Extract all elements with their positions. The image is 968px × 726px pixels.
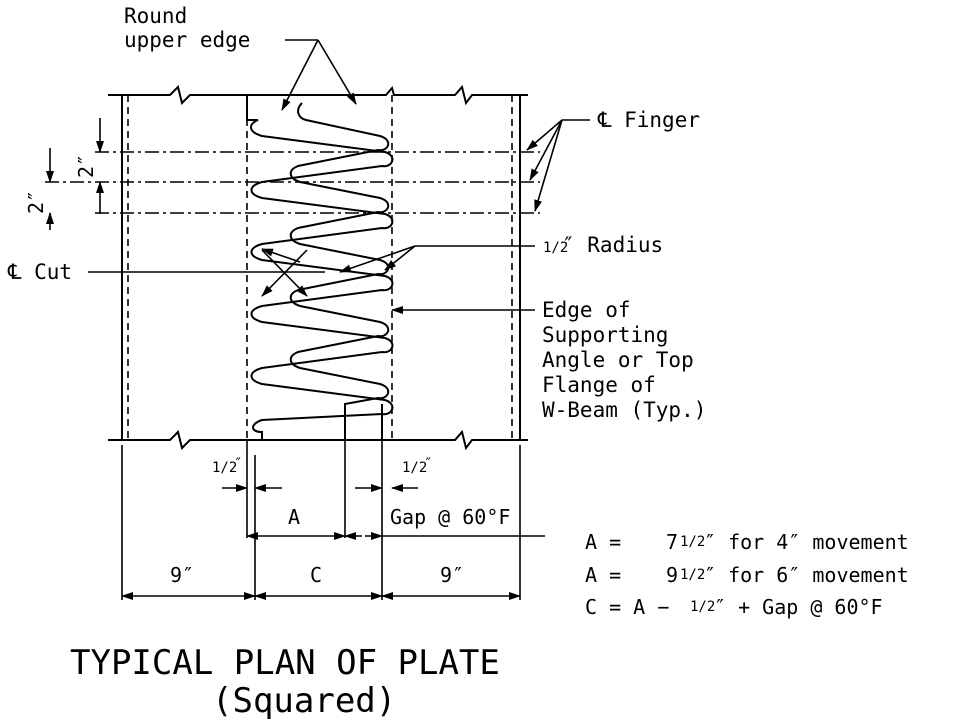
top-break-line <box>108 84 528 106</box>
label-edge-3: Angle or Top <box>542 348 694 372</box>
dim-nine-right: 9″ <box>440 563 464 587</box>
note-2-rest: ″ for 6″ movement <box>704 563 909 587</box>
label-cl-cut: ℄ Cut <box>7 260 72 284</box>
leader-round-edge-2 <box>317 39 357 105</box>
radius-fraction: 1/2 <box>543 240 568 256</box>
leader-cl-finger-1 <box>526 119 563 151</box>
note-3-lhs: C = A − <box>585 595 669 619</box>
label-round: Round <box>124 4 187 28</box>
notes-block: A = 7 1/2 ″ for 4″ movement A = 9 1/2 ″ … <box>585 530 909 619</box>
note-3-frac: 1/2 <box>690 599 715 615</box>
dim-gap: Gap @ 60°F <box>390 505 510 529</box>
note-1-lhs: A = <box>585 530 621 554</box>
leader-radius-2 <box>384 245 416 271</box>
label-cl-finger: ℄ Finger <box>597 108 700 132</box>
note-1-rest: ″ for 4″ movement <box>704 530 909 554</box>
label-edge-1: Edge of <box>542 298 631 322</box>
dim-nine-left: 9″ <box>170 563 194 587</box>
label-edge-2: Supporting <box>542 323 668 347</box>
bottom-break-line <box>108 429 528 451</box>
label-edge-4: Flange of <box>542 373 656 397</box>
label-upper-edge: upper edge <box>124 28 250 52</box>
right-finger-edge <box>289 102 390 440</box>
note-2-whole: 9 <box>666 563 678 587</box>
leader-round-edge-1 <box>281 39 319 111</box>
note-1-whole: 7 <box>666 530 678 554</box>
dim-2in-lower: 2″ <box>24 190 48 214</box>
leader-cl-finger-2 <box>529 119 563 181</box>
note-2-lhs: A = <box>585 563 621 587</box>
title-line-2: (Squared) <box>212 681 396 721</box>
leader-cl-finger-3 <box>534 119 563 212</box>
note-2-frac: 1/2 <box>680 567 705 583</box>
note-1-frac: 1/2 <box>680 534 705 550</box>
dim-2in-upper: 2″ <box>74 154 98 178</box>
dim-a: A <box>288 505 300 529</box>
title-line-1: TYPICAL PLAN OF PLATE <box>70 643 500 683</box>
leader-radius-1 <box>339 245 416 273</box>
dim-half-left: 1/2 <box>212 460 237 476</box>
label-radius: ″ Radius <box>562 233 663 257</box>
dim-half-right-inch: ″ <box>424 456 432 472</box>
dim-half-right: 1/2 <box>402 460 427 476</box>
note-3-rest: ″ + Gap @ 60°F <box>714 595 883 619</box>
dim-c: C <box>310 563 322 587</box>
dim-half-left-inch: ″ <box>234 456 242 472</box>
label-edge-5: W-Beam (Typ.) <box>542 398 706 422</box>
left-finger-edge <box>246 95 394 440</box>
